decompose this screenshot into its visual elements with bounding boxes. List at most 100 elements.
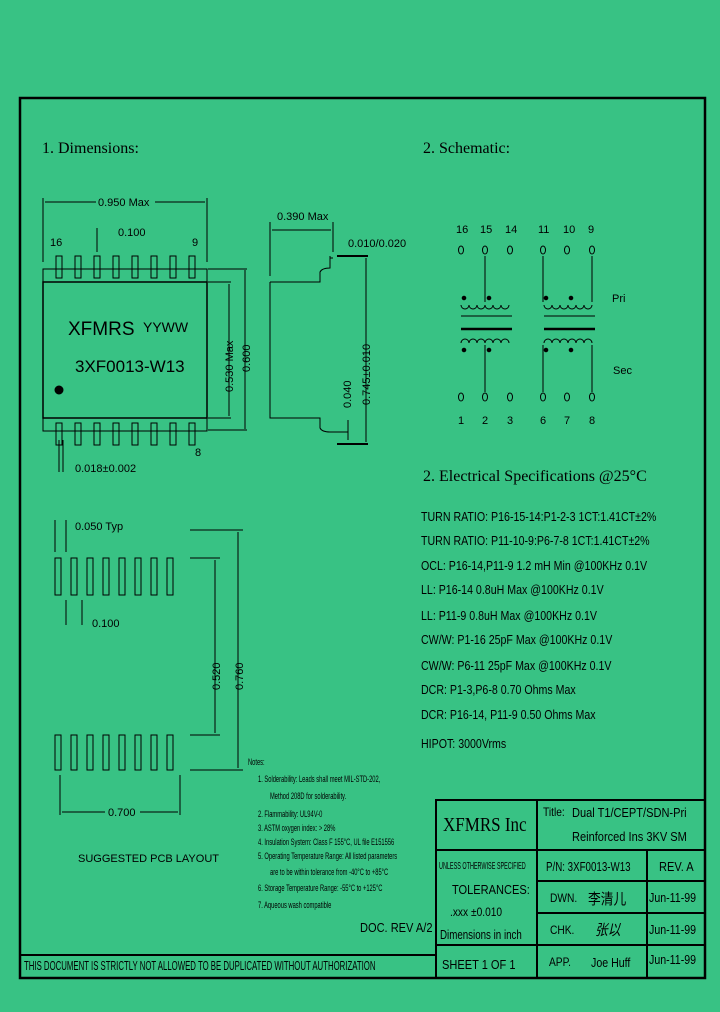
pcb-pad (54, 557, 62, 596)
pcb-pad (86, 734, 94, 771)
pin-11: 11 (538, 224, 549, 236)
polarity-dot-icon (461, 295, 467, 301)
terminal-icon (540, 392, 546, 402)
note-item: 6. Storage Temperature Range: -55°C to +… (258, 883, 383, 893)
electrical-spec-line: DCR: P1-3,P6-8 0.70 Ohms Max (421, 683, 576, 697)
electrical-spec-line: TURN RATIO: P16-15-14:P1-2-3 1CT:1.41CT±… (421, 510, 657, 524)
pin-7: 7 (564, 415, 570, 427)
dim-lead-width: 0.018±0.002 (75, 463, 136, 475)
note-item: 3. ASTM oxygen index: > 28% (258, 823, 336, 833)
package-pin (169, 422, 177, 446)
dim-width-max: 0.950 Max (98, 197, 150, 209)
footer-notice: THIS DOCUMENT IS STRICTLY NOT ALLOWED TO… (24, 958, 376, 973)
pin-label-8: 8 (195, 447, 201, 459)
electrical-spec-line: TURN RATIO: P11-10-9:P6-7-8 1CT:1.41CT±2… (421, 534, 650, 548)
note-item: 5. Operating Temperature Range: All list… (258, 851, 398, 861)
pin-6: 6 (540, 415, 546, 427)
section-electrical-heading: 2. Electrical Specifications @25°C (423, 468, 647, 485)
package-pin (112, 255, 120, 279)
section-dimensions-heading: 1. Dimensions: (42, 140, 139, 157)
unless-specified: UNLESS OTHERWISE SPECIFIED (439, 860, 526, 872)
checked-signature: 张以 (595, 921, 621, 939)
approved-date: Jun-11-99 (649, 953, 697, 967)
note-item: 4. Insulation System: Class F 155°C, UL … (258, 837, 395, 847)
title-label: Title: (543, 805, 565, 819)
winding-icon (543, 304, 593, 310)
package-top-view (42, 198, 247, 472)
pcb-pad (102, 557, 110, 596)
pin-9: 9 (588, 224, 594, 236)
terminal-icon (482, 392, 488, 402)
tolerance-value: .xxx ±0.010 (450, 905, 503, 919)
sec-label: Sec (613, 365, 632, 377)
dim-standoff: 0.040 (342, 380, 354, 408)
title-line1: Dual T1/CEPT/SDN-Pri (572, 805, 687, 820)
pcb-pad (134, 557, 142, 596)
pcb-dimension-lines (54, 520, 243, 815)
package-pin (131, 422, 139, 446)
winding-icon (460, 304, 510, 310)
pcb-pad (118, 557, 126, 596)
package-pin (150, 422, 158, 446)
polarity-dot-icon (543, 347, 549, 353)
electrical-spec-line: CW/W: P1-16 25pF Max @100KHz 0.1V (421, 633, 613, 647)
pin-2: 2 (482, 415, 488, 427)
polarity-dot-icon (543, 295, 549, 301)
title-line2: Reinforced Ins 3KV SM (572, 829, 687, 844)
pcb-row-length: 0.700 (108, 807, 136, 819)
tolerances-label: TOLERANCES: (452, 882, 530, 897)
doc-rev: DOC. REV A/2 (360, 920, 433, 935)
pcb-pad-width: 0.050 Typ (75, 521, 123, 533)
terminal-icon (589, 392, 595, 402)
pcb-pad (166, 734, 174, 771)
checked-date: Jun-11-99 (649, 923, 697, 937)
drawn-label: DWN. (550, 891, 578, 905)
terminal-icon (507, 392, 513, 402)
package-pin (74, 422, 82, 446)
pcb-pad-pitch: 0.100 (92, 618, 120, 630)
pin-15: 15 (480, 224, 492, 236)
terminal-icon (564, 392, 570, 402)
electrical-spec-line: DCR: P16-14, P11-9 0.50 Ohms Max (421, 708, 596, 722)
dim-pitch: 0.100 (118, 227, 146, 239)
pin1-marker (54, 385, 64, 395)
terminal-icon (507, 245, 513, 255)
terminal-icon (458, 245, 464, 255)
polarity-dot-icon (486, 347, 492, 353)
pcb-pad (166, 557, 174, 596)
section-schematic-heading: 2. Schematic: (423, 140, 511, 157)
electrical-spec-line: OCL: P16-14,P11-9 1.2 mH Min @100KHz 0.1… (421, 559, 648, 573)
dim-overall-span: 0.745±0.010 (361, 344, 373, 405)
terminal-icon (458, 392, 464, 402)
polarity-dot-icon (568, 295, 574, 301)
pcb-pad (70, 557, 78, 596)
drawing-frame (18, 96, 707, 980)
pin-8: 8 (589, 415, 595, 427)
note-item: 2. Flammability: UL94V-0 (258, 809, 323, 819)
marking-brand: XFMRS (68, 319, 135, 340)
marking-date: YYWW (143, 319, 189, 335)
pin-1: 1 (458, 415, 464, 427)
pcb-pad (54, 734, 62, 771)
checked-label: CHK. (550, 923, 575, 937)
approved-name: Joe Huff (591, 956, 631, 970)
note-item: 1. Solderability: Leads shall meet MIL-S… (258, 774, 381, 784)
pcb-inner-span: 0.520 (211, 662, 223, 690)
pri-label: Pri (612, 293, 625, 305)
dim-lead-thickness: 0.010/0.020 (348, 238, 406, 250)
pcb-outer-span: 0.760 (234, 662, 246, 690)
note-item: are to be within tolerance from -40°C to… (270, 867, 389, 877)
package-pin (188, 422, 196, 446)
terminal-icon (540, 245, 546, 255)
pin-3: 3 (507, 415, 513, 427)
marking-part: 3XF0013-W13 (75, 357, 185, 376)
dim-side-height: 0.390 Max (277, 211, 329, 223)
package-pin (112, 422, 120, 446)
terminal-icon (564, 245, 570, 255)
approved-label: APP. (549, 955, 571, 969)
package-pin (93, 422, 101, 446)
revision: REV. A (659, 859, 694, 874)
pcb-pad (86, 557, 94, 596)
units-note: Dimensions in inch (440, 927, 522, 942)
